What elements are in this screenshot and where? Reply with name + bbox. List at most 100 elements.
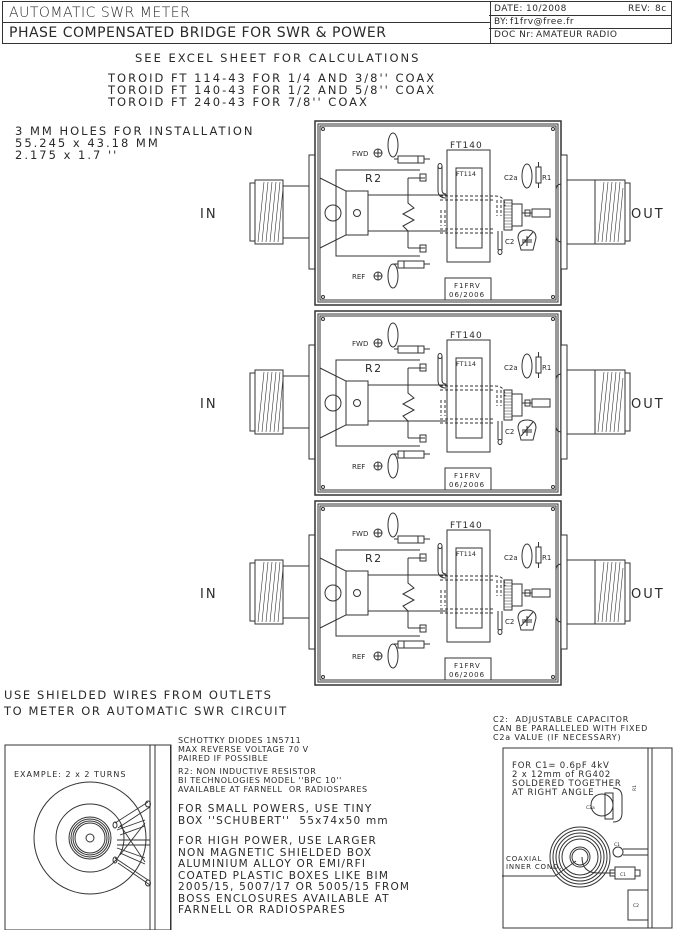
stamp-callsign: F1FRV <box>454 472 481 480</box>
high-power-line-6: BOSS ENCLOSURES AVAILABLE AT <box>178 892 390 905</box>
r1-detail-label: R1 <box>632 785 638 791</box>
diodes-line-3: PAIRED IF POSSIBLE <box>178 754 269 763</box>
r2-label: R2 <box>365 172 383 185</box>
bridge-assembly-view-2: IN OUT FWD REF R2 FT140 FT114 C2a R1 C2 … <box>200 310 665 496</box>
ft114-label: FT114 <box>456 360 476 368</box>
in-label: IN <box>200 397 218 412</box>
rev-value: 8c <box>655 4 667 14</box>
c1-note-3: SOLDERED TOGETHER <box>512 779 622 789</box>
c1-note-1: FOR C1= 0.6pF 4kV <box>512 761 610 771</box>
ft114-label: FT114 <box>456 550 476 558</box>
fwd-label: FWD <box>352 150 368 158</box>
toroid-winding-detail: EXAMPLE: 2 x 2 TURNS <box>4 744 172 930</box>
in-label: IN <box>200 207 218 222</box>
bridge-assembly-view-3: IN OUT FWD REF R2 FT140 FT114 C2a R1 C2 … <box>200 500 665 686</box>
doc-label: DOC Nr: <box>494 30 534 40</box>
title-left-cell: AUTOMATIC SWR METER PHASE COMPENSATED BR… <box>3 2 491 43</box>
fwd-label: FWD <box>352 340 368 348</box>
small-power-line-2: BOX ''SCHUBERT'' 55x74x50 mm <box>178 814 389 827</box>
c1-note-4: AT RIGHT ANGLE <box>512 788 594 798</box>
high-power-line-7: FARNELL OR RADIOSPARES <box>178 904 346 916</box>
ref-label: REF <box>352 273 365 281</box>
high-power-note: FOR HIGH POWER, USE LARGER NON MAGNETIC … <box>178 835 411 917</box>
toroid-note-1: TOROID FT 114-43 FOR 1/4 AND 3/8'' COAX <box>108 71 437 85</box>
ref-label: REF <box>352 463 365 471</box>
r1-label: R1 <box>542 554 551 562</box>
toroid-note-3: TOROID FT 240-43 FOR 7/8'' COAX <box>108 95 369 109</box>
holes-note-2: 55.245 x 43.18 MM <box>15 136 160 150</box>
title-right-divider-1 <box>489 15 672 16</box>
title-divider <box>3 22 490 23</box>
shielded-note-1: USE SHIELDED WIRES FROM OUTLETS <box>4 688 273 702</box>
stamp-date: 06/2006 <box>449 671 485 679</box>
ft114-label: FT114 <box>456 170 476 178</box>
r2-line-3: AVAILABLE AT FARNELL OR RADIOSPARES <box>178 785 368 794</box>
c2a-detail-label: C2a <box>586 805 595 811</box>
c1-capacitor-detail: FOR C1= 0.6pF 4kV 2 x 12mm of RG402 SOLD… <box>502 747 673 929</box>
title-block: AUTOMATIC SWR METER PHASE COMPENSATED BR… <box>2 1 672 44</box>
r2-line-2: BI TECHNOLOGIES MODEL ''BPC 10'' <box>178 776 342 785</box>
c2-label: C2 <box>505 428 514 436</box>
author-email: f1frv@free.fr <box>510 17 575 27</box>
in-connector <box>249 534 316 650</box>
c2-line-1: C2: ADJUSTABLE CAPACITOR <box>493 715 630 724</box>
diodes-line-2: MAX REVERSE VOLTAGE 70 V <box>178 745 309 754</box>
c2-detail-label: C2 <box>633 903 639 909</box>
c1-note-2: 2 x 12mm of RG402 <box>512 770 611 780</box>
date-label: DATE: <box>494 4 523 14</box>
ft140-label: FT140 <box>450 521 483 531</box>
diodes-note: SCHOTTKY DIODES 1N5711 MAX REVERSE VOLTA… <box>178 736 309 763</box>
in-connector <box>249 344 316 460</box>
stamp-callsign: F1FRV <box>454 282 481 290</box>
stamp-date: 06/2006 <box>449 481 485 489</box>
diodes-line-1: SCHOTTKY DIODES 1N5711 <box>178 736 302 745</box>
c2-line-2: CAN BE PARALLELED WITH FIXED <box>493 724 649 733</box>
small-power-note: FOR SMALL POWERS, USE TINY BOX ''SCHUBER… <box>178 803 389 827</box>
bridge-assembly-view-1: IN OUT FWD REF R2 FT140 FT114 C2a R1 C2 … <box>200 120 665 306</box>
c1-top-label: C1 <box>614 842 620 848</box>
stamp-date: 06/2006 <box>449 291 485 299</box>
holes-note-3: 2.175 x 1.7 '' <box>15 148 119 162</box>
date-value: 10/2008 <box>526 4 567 14</box>
author-label: BY: <box>494 17 509 27</box>
in-label: IN <box>200 587 218 602</box>
r2-note: R2: NON INDUCTIVE RESISTOR BI TECHNOLOGI… <box>178 767 368 794</box>
high-power-line-3: ALUMINIUM ALLOY OR EMI/RFI <box>178 858 367 870</box>
fwd-label: FWD <box>352 530 368 538</box>
small-power-line-1: FOR SMALL POWERS, USE TINY <box>178 803 373 815</box>
holes-note-1: 3 MM HOLES FOR INSTALLATION <box>15 124 255 138</box>
c2-label: C2 <box>505 618 514 626</box>
in-connector <box>249 154 316 270</box>
stamp-callsign: F1FRV <box>454 662 481 670</box>
ref-label: REF <box>352 653 365 661</box>
toroid-note-2: TOROID FT 140-43 FOR 1/2 AND 5/8'' COAX <box>108 83 437 97</box>
high-power-line-4: COATED PLASTIC BOXES LIKE BIM <box>178 869 390 882</box>
r2-line-1: R2: NON INDUCTIVE RESISTOR <box>178 767 317 776</box>
c1-body-label: C1 <box>620 872 626 878</box>
ft140-label: FT140 <box>450 331 483 341</box>
r2-label: R2 <box>365 362 383 375</box>
notes-divider <box>170 745 171 930</box>
c2-note: C2: ADJUSTABLE CAPACITOR CAN BE PARALLEL… <box>493 715 648 742</box>
c2a-label: C2a <box>504 554 518 562</box>
inner-conductor-label: INNER COND. <box>506 863 562 871</box>
out-label: OUT <box>631 397 665 412</box>
drawing-subtitle: PHASE COMPENSATED BRIDGE FOR SWR & POWER <box>9 25 387 41</box>
ft140-label: FT140 <box>450 141 483 151</box>
c2-line-3: C2a VALUE (IF NECESSARY) <box>493 733 622 742</box>
drawing-title: AUTOMATIC SWR METER <box>9 5 191 21</box>
out-label: OUT <box>631 207 665 222</box>
excel-note: SEE EXCEL SHEET FOR CALCULATIONS <box>135 51 421 65</box>
doc-value: AMATEUR RADIO <box>536 30 618 40</box>
high-power-line-5: 2005/15, 5007/17 OR 5005/15 FROM <box>178 881 411 893</box>
c2a-label: C2a <box>504 174 518 182</box>
high-power-line-1: FOR HIGH POWER, USE LARGER <box>178 835 378 847</box>
r2-label: R2 <box>365 552 383 565</box>
toroid-example-label: EXAMPLE: 2 x 2 TURNS <box>14 770 126 779</box>
high-power-line-2: NON MAGNETIC SHIELDED BOX <box>178 846 373 859</box>
c2a-label: C2a <box>504 364 518 372</box>
shielded-note-2: TO METER OR AUTOMATIC SWR CIRCUIT <box>4 704 288 718</box>
out-label: OUT <box>631 587 665 602</box>
rev-label: REV: <box>628 4 651 14</box>
c2-label: C2 <box>505 238 514 246</box>
